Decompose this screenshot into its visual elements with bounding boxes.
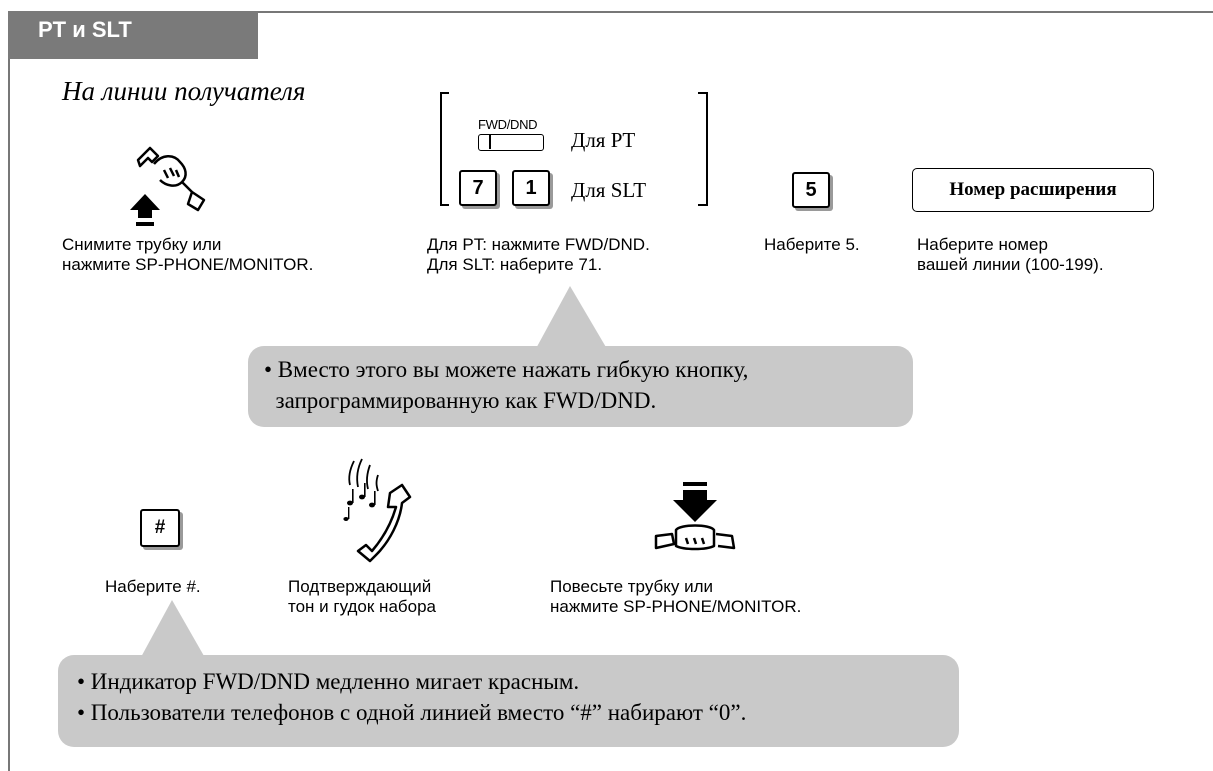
step2-caption: Для PT: нажмите FWD/DND. Для SLT: набери… [427, 235, 650, 274]
key-hash[interactable]: # [140, 509, 180, 547]
bracket-left-bottom [440, 204, 449, 206]
step1-caption: Снимите трубку или нажмите SP-PHONE/MONI… [62, 235, 314, 274]
bracket-right-bottom [698, 204, 707, 206]
bracket-right-top [698, 92, 707, 94]
note2-pointer [134, 600, 212, 670]
top-rule [8, 11, 1213, 13]
section-title: PT и SLT [38, 17, 132, 42]
handset-hang-up-icon [654, 482, 736, 551]
bracket-left [440, 92, 442, 206]
bracket-left-top [440, 92, 449, 94]
left-rule [8, 11, 10, 771]
note1-text: • Вместо этого вы можете нажать гибкую к… [264, 357, 749, 413]
header-tab [8, 11, 258, 59]
for-slt-label: Для SLT [571, 178, 647, 202]
note1-pointer [533, 286, 610, 354]
handset-tone-icon [343, 458, 412, 563]
step3-caption: Наберите 5. [764, 235, 860, 254]
subtitle: На линии получателя [62, 76, 306, 106]
step5-caption: Наберите #. [105, 577, 201, 596]
note2-text: • Индикатор FWD/DND медленно мигает крас… [77, 669, 747, 725]
extension-number-box: Номер расширения [912, 168, 1154, 212]
step4-caption: Наберите номер вашей линии (100-199). [917, 235, 1104, 274]
fwd-dnd-key-label: FWD/DND [478, 117, 538, 132]
step7-caption: Повесьте трубку или нажмите SP-PHONE/MON… [550, 577, 802, 616]
handset-off-hook-icon [130, 146, 206, 226]
step6-caption: Подтверждающий тон и гудок набора [288, 577, 436, 616]
key-7[interactable]: 7 [459, 170, 497, 206]
key-1[interactable]: 1 [512, 170, 550, 206]
note2-bubble [58, 655, 959, 747]
fwd-dnd-led [489, 135, 491, 149]
note1-bubble [248, 346, 913, 427]
bracket-right [706, 92, 708, 206]
for-pt-label: Для PT [571, 128, 636, 152]
fwd-dnd-button[interactable] [478, 134, 544, 151]
key-5[interactable]: 5 [792, 172, 830, 208]
